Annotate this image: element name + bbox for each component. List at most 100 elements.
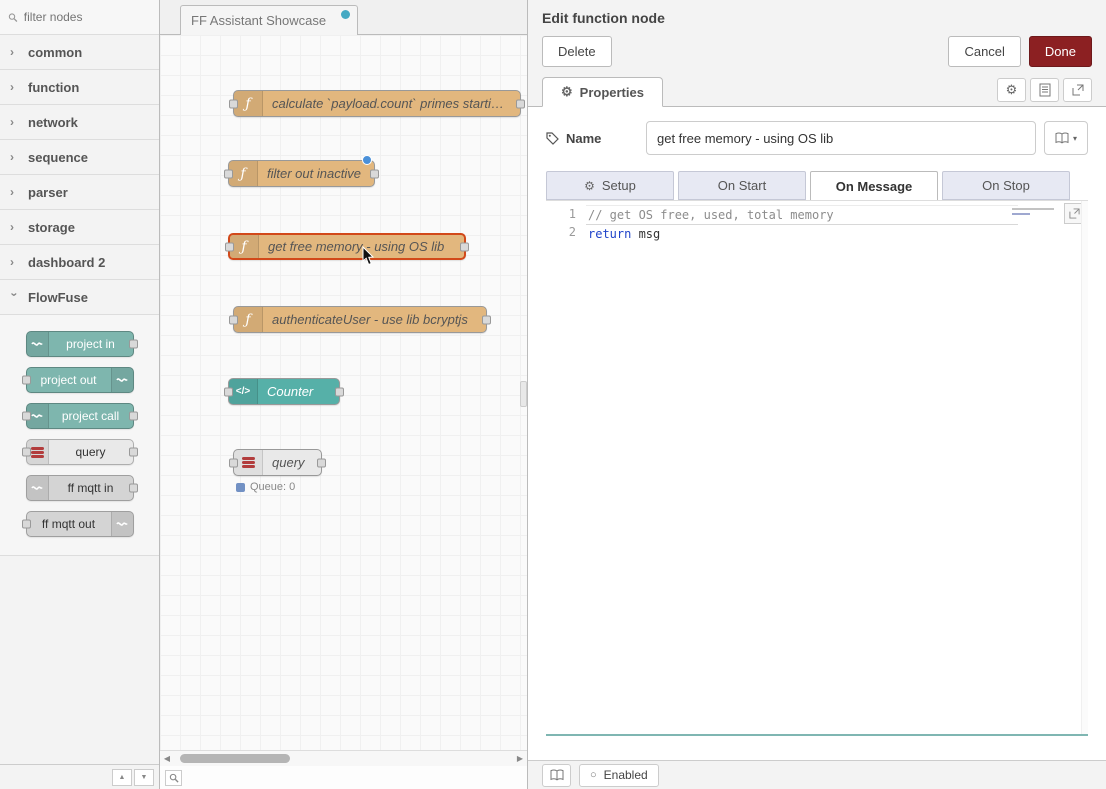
code-editor[interactable]: 1 2 // get OS free, used, total memory r… [546, 200, 1088, 736]
category-function[interactable]: ›function [0, 70, 159, 105]
book-icon [1055, 132, 1069, 144]
caret-down-icon: ▾ [1072, 133, 1077, 143]
tab-label: On Stop [982, 178, 1030, 193]
filter-nodes-input[interactable] [23, 10, 151, 24]
gear-icon: ⚙ [561, 84, 573, 99]
input-port[interactable] [21, 411, 31, 421]
enabled-toggle[interactable]: ○ Enabled [579, 763, 659, 787]
line-number: 2 [568, 225, 576, 239]
gear-icon: ⚙ [1005, 82, 1018, 97]
zoom-search-button[interactable] [165, 769, 182, 786]
enabled-state-icon: ○ [590, 768, 597, 781]
node-changed-dot [362, 155, 372, 165]
magnifier-icon [169, 773, 179, 783]
output-port[interactable] [335, 387, 344, 396]
tab-on-message[interactable]: On Message [810, 171, 938, 201]
category-dashboard-2[interactable]: ›dashboard 2 [0, 245, 159, 280]
input-port[interactable] [21, 447, 31, 457]
output-port[interactable] [482, 315, 491, 324]
delete-button[interactable]: Delete [542, 36, 612, 67]
scrollbar-thumb[interactable] [180, 754, 290, 763]
done-button[interactable]: Done [1028, 36, 1092, 67]
node-calculate-primes[interactable]: ƒ calculate `payload.count` primes start… [229, 90, 525, 117]
input-port[interactable] [224, 387, 233, 396]
input-port[interactable] [21, 375, 31, 385]
line-number-gutter: 1 2 [546, 205, 586, 734]
canvas-horizontal-scrollbar[interactable]: ◀ ▶ [160, 750, 527, 766]
node-label: filter out inactive [267, 166, 361, 181]
function-icon: ƒ [230, 235, 259, 258]
node-query[interactable]: query [229, 449, 326, 476]
input-port[interactable] [229, 315, 238, 324]
input-port[interactable] [224, 169, 233, 178]
category-label: dashboard 2 [28, 254, 106, 270]
output-port[interactable] [128, 411, 138, 421]
tray-toolbar: Delete Cancel Done [528, 30, 1106, 77]
enabled-label: Enabled [603, 768, 648, 782]
palette-node-ff-mqtt-in[interactable]: ff mqtt in [25, 475, 138, 501]
output-port[interactable] [516, 99, 525, 108]
tab-label: Setup [601, 178, 636, 193]
editor-vertical-scrollbar[interactable] [1081, 201, 1088, 734]
tab-on-stop[interactable]: On Stop [942, 171, 1070, 200]
output-port[interactable] [460, 242, 469, 251]
palette-node-label: project call [61, 409, 120, 423]
palette-node-query[interactable]: query [21, 439, 138, 465]
code-lines[interactable]: // get OS free, used, total memory retur… [586, 205, 1088, 734]
node-filter-out-inactive[interactable]: ƒ filter out inactive [224, 155, 379, 187]
code-text: msg [631, 227, 661, 241]
category-storage[interactable]: ›storage [0, 210, 159, 245]
node-counter[interactable]: </> Counter [224, 378, 344, 405]
category-parser[interactable]: ›parser [0, 175, 159, 210]
mqtt-icon [110, 512, 133, 536]
code-line-2: return msg [586, 225, 1088, 243]
flow-canvas[interactable]: ƒ calculate `payload.count` primes start… [160, 35, 527, 750]
label-options-button[interactable]: ▾ [1044, 121, 1088, 155]
node-settings-button[interactable]: ⚙ [997, 78, 1026, 102]
library-button[interactable] [542, 763, 571, 787]
expand-tray-button[interactable] [1063, 78, 1092, 102]
category-sequence[interactable]: ›sequence [0, 140, 159, 175]
palette-node-project-in[interactable]: project in [25, 331, 138, 357]
palette-node-project-out[interactable]: project out [21, 367, 134, 393]
collapse-all-categories-button[interactable]: ▲ [112, 768, 132, 786]
palette-node-project-call[interactable]: project call [21, 403, 138, 429]
node-authenticate-user[interactable]: ƒ authenticateUser - use lib bcryptjs [229, 306, 491, 333]
flow-tab[interactable]: FF Assistant Showcase [180, 5, 358, 35]
code-keyword: return [588, 227, 632, 241]
name-input[interactable] [646, 121, 1036, 155]
gear-icon: ⚙ [584, 178, 595, 193]
tab-setup[interactable]: ⚙ Setup [546, 171, 674, 200]
cancel-button[interactable]: Cancel [948, 36, 1021, 67]
chevron-right-icon: › [10, 80, 14, 94]
project-in-icon [26, 332, 49, 356]
output-port[interactable] [128, 447, 138, 457]
description-button[interactable] [1030, 78, 1059, 102]
output-port[interactable] [370, 169, 379, 178]
node-get-free-memory[interactable]: ƒ get free memory - using OS lib [225, 233, 469, 260]
category-label: FlowFuse [28, 289, 88, 305]
chevron-right-icon: › [10, 185, 14, 199]
output-port[interactable] [128, 339, 138, 349]
input-port[interactable] [225, 242, 234, 251]
expand-icon [1072, 84, 1083, 96]
category-flowfuse[interactable]: ›FlowFuse [0, 280, 159, 315]
expand-all-categories-button[interactable]: ▼ [134, 768, 154, 786]
scroll-right-arrow[interactable]: ▶ [516, 754, 524, 763]
category-network[interactable]: ›network [0, 105, 159, 140]
output-port[interactable] [128, 483, 138, 493]
scroll-left-arrow[interactable]: ◀ [163, 754, 171, 763]
input-port[interactable] [21, 519, 31, 529]
category-common[interactable]: ›common [0, 35, 159, 70]
tab-properties[interactable]: ⚙ Properties [542, 77, 663, 107]
tab-on-start[interactable]: On Start [678, 171, 806, 200]
output-port[interactable] [317, 458, 326, 467]
properties-tab-label: Properties [579, 84, 644, 100]
tray-body: Name ▾ ⚙ Setup On Start On Message On St… [528, 107, 1106, 760]
input-port[interactable] [229, 99, 238, 108]
panel-resize-grip[interactable] [520, 381, 527, 407]
function-icon: ƒ [234, 307, 263, 332]
tray-tab-row: ⚙ Properties ⚙ [528, 77, 1106, 107]
palette-node-ff-mqtt-out[interactable]: ff mqtt out [21, 511, 134, 537]
input-port[interactable] [229, 458, 238, 467]
